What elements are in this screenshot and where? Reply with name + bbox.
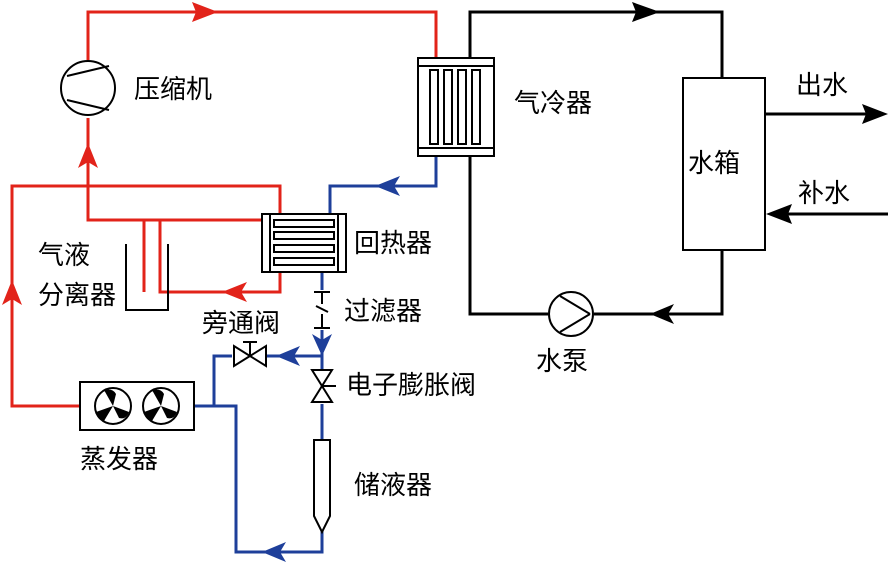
cold-water-return-left: [468, 156, 548, 316]
label-expansion-valve: 电子膨胀阀: [346, 371, 476, 401]
label-water-makeup: 补水: [798, 179, 850, 209]
compressor-discharge-line: [86, 10, 438, 60]
refrigerant-liquid-lines: [194, 156, 438, 562]
gas-cooler-icon: [417, 57, 495, 157]
water-tank-icon: [682, 77, 766, 251]
label-bypass-valve: 旁通阀: [202, 309, 280, 339]
label-water-tank: 水箱: [688, 149, 740, 179]
label-recuperator: 回热器: [354, 229, 432, 259]
return-arrow: [262, 542, 286, 562]
refrigerant-gas-lines: [2, 2, 438, 408]
bypass-line-left: [194, 354, 232, 408]
label-compressor: 压缩机: [134, 75, 212, 105]
label-gas-cooler: 气冷器: [514, 89, 592, 119]
pump-inlet-arrow: [650, 304, 674, 324]
receiver-return-line: [194, 404, 324, 554]
label-receiver: 储液器: [354, 471, 432, 501]
to-separator-arrow: [222, 282, 247, 302]
label-filter: 过滤器: [344, 297, 422, 327]
water-out-arrow: [862, 104, 888, 124]
evaporator-icon: [79, 381, 195, 431]
hot-water-line: [468, 10, 724, 78]
down-arrow: [312, 334, 332, 356]
evaporator-outlet-line: [10, 184, 282, 408]
expansion-valve-icon: [310, 369, 336, 403]
label-evaporator: 蒸发器: [80, 445, 158, 475]
recuperator-to-separator-line: [158, 220, 282, 294]
gc-out-arrow: [375, 176, 400, 196]
bypass-arrow: [276, 346, 300, 366]
cold-water-return-right: [594, 250, 724, 316]
recuperator-icon: [261, 213, 347, 273]
bypass-valve-icon: [233, 341, 267, 368]
label-water-out: 出水: [796, 71, 848, 101]
water-circuit: [468, 2, 888, 324]
hot-water-arrow: [632, 2, 660, 22]
evap-out-arrow: [2, 280, 22, 305]
label-separator-line2: 分离器: [38, 281, 116, 311]
suction-arrow: [78, 143, 98, 168]
suction-line: [86, 118, 280, 222]
compressor-icon: [60, 60, 116, 116]
discharge-arrow: [192, 2, 218, 22]
receiver-icon: [313, 439, 331, 535]
water-pump-icon: [548, 291, 594, 337]
makeup-water-arrow: [766, 204, 792, 224]
filter-icon: [314, 291, 330, 329]
label-separator-line1: 气液: [38, 241, 90, 271]
separator-icon: [125, 244, 169, 311]
label-water-pump: 水泵: [536, 347, 588, 377]
